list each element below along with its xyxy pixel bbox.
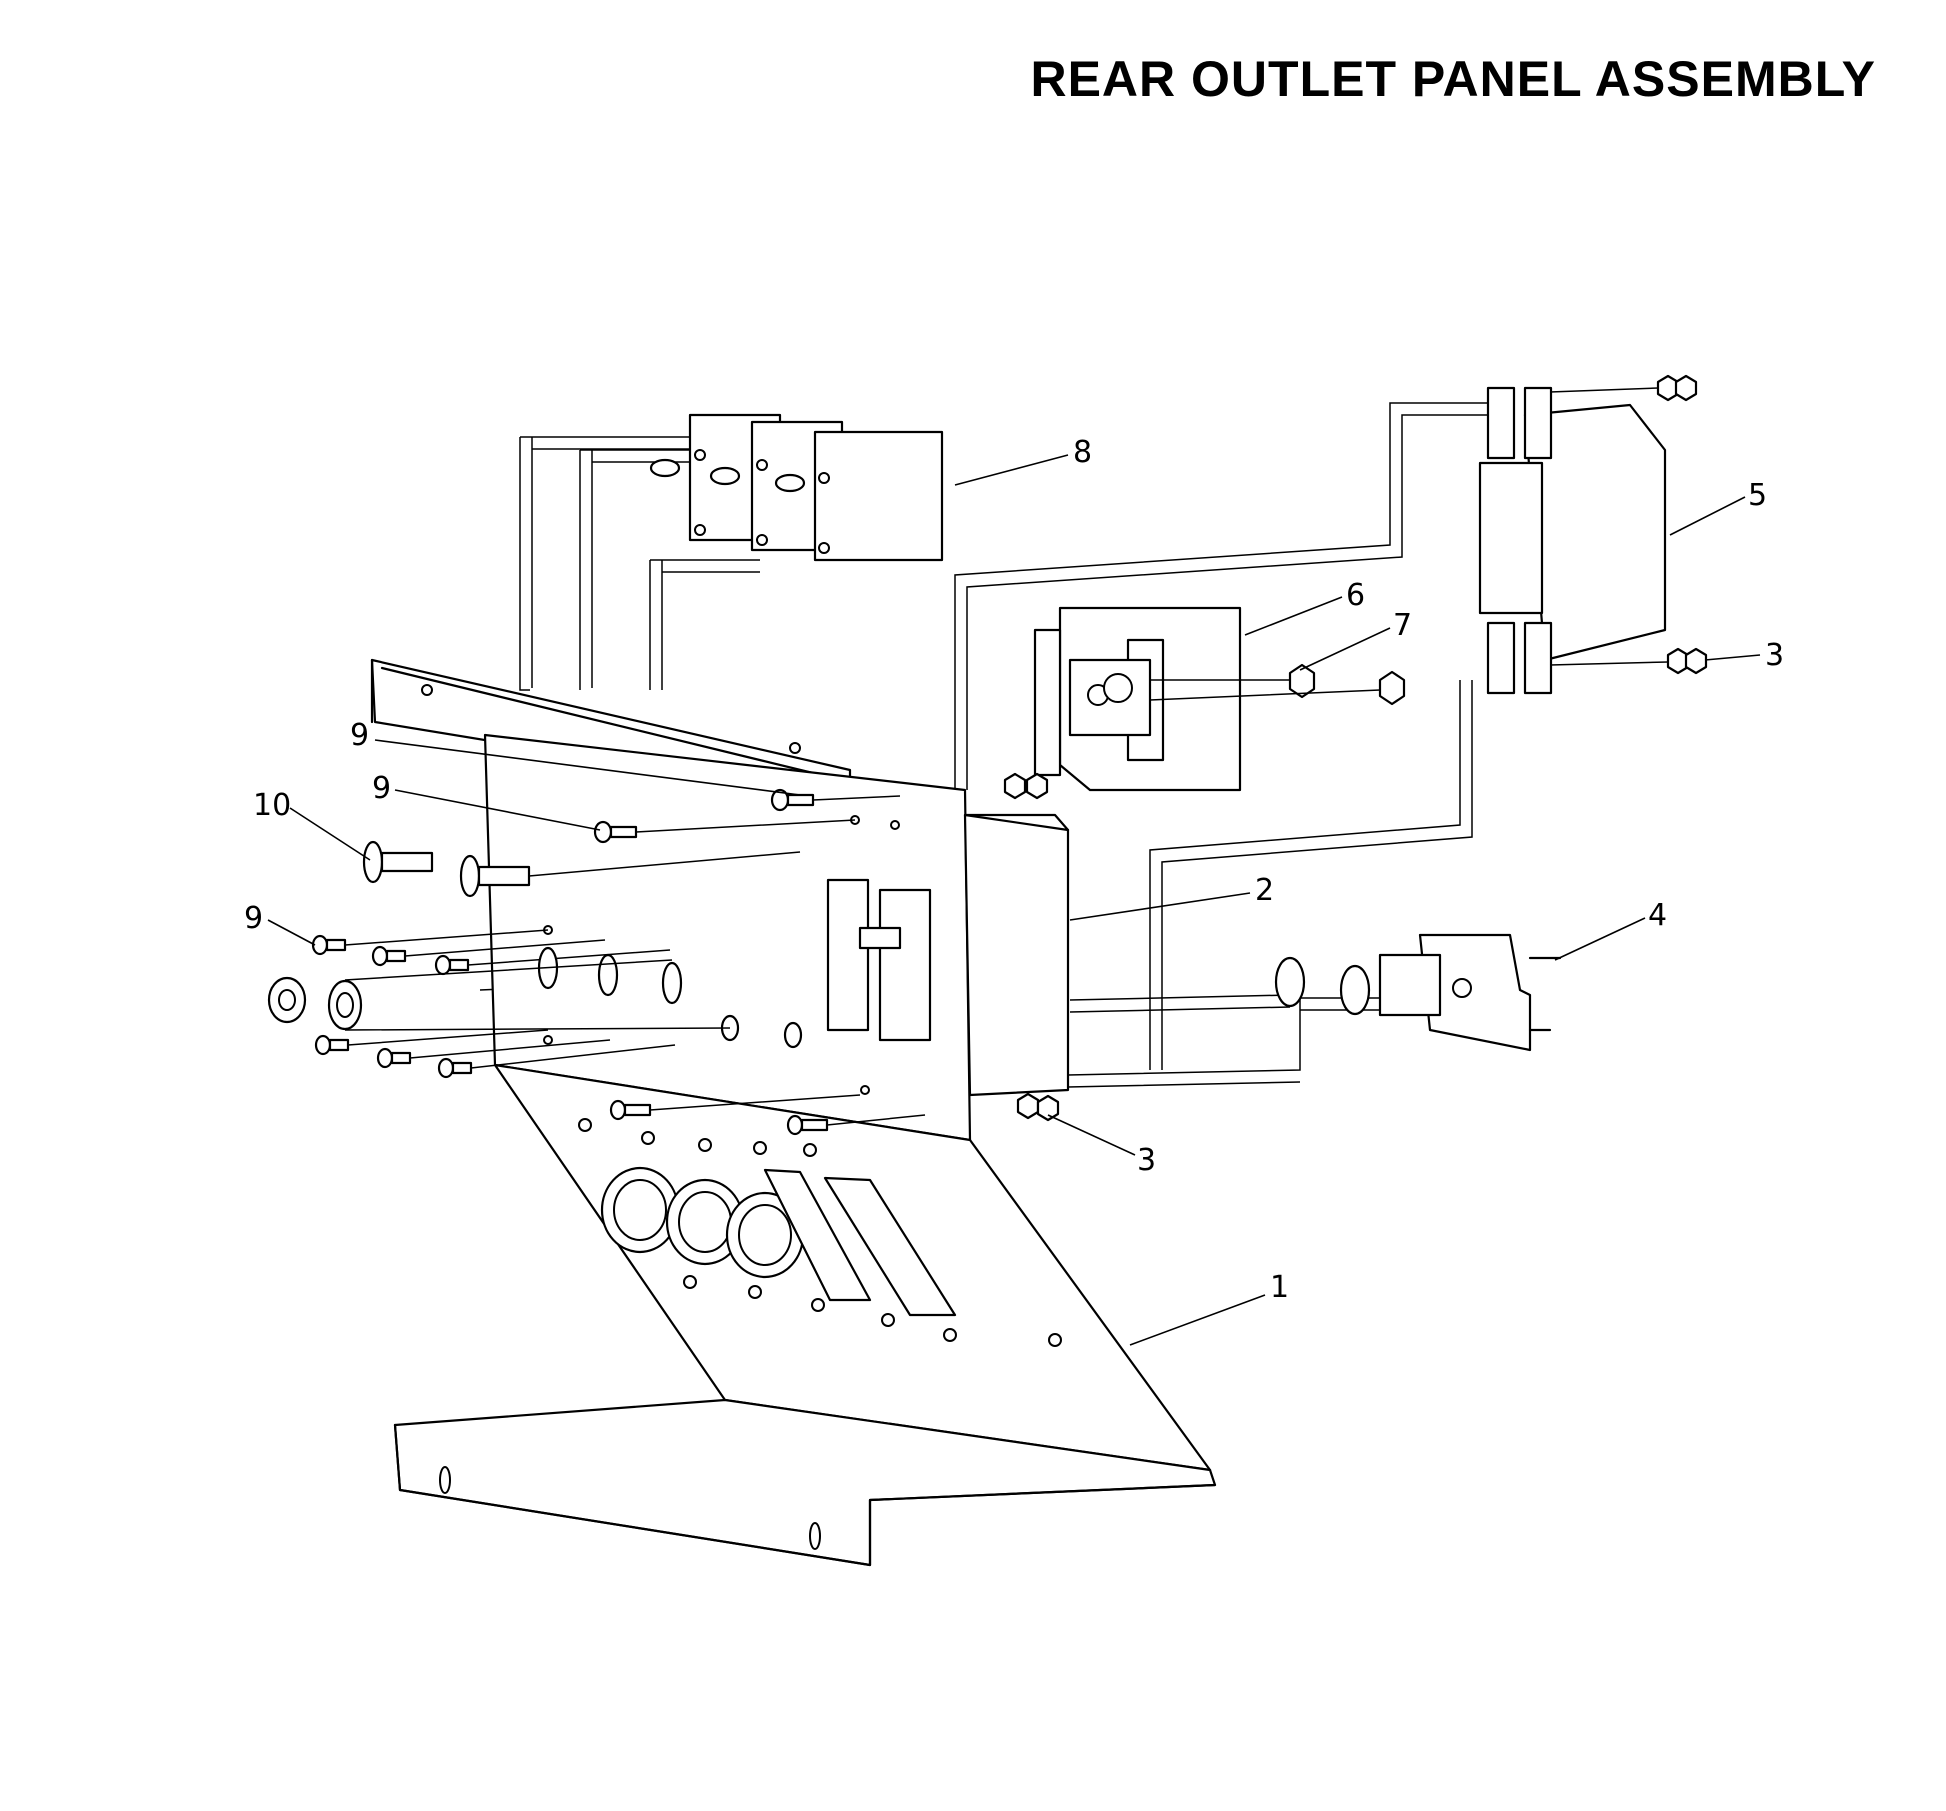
callout-1: 1 <box>1270 1270 1289 1305</box>
panel-bracket <box>370 658 1217 1567</box>
twist-lock-plug <box>1378 933 1562 1052</box>
callout-labels: 1 2 3 3 4 5 6 7 8 9 9 9 10 <box>244 435 1784 1305</box>
callout-9-top: 9 <box>350 718 369 753</box>
page-title: REAR OUTLET PANEL ASSEMBLY <box>1030 51 1876 107</box>
callout-3-right: 3 <box>1765 638 1784 673</box>
junction-box <box>963 813 1070 1097</box>
screws-panel-mount <box>362 840 801 898</box>
screws-lower <box>267 929 926 1136</box>
circuit-breaker <box>1478 386 1667 695</box>
callout-3-lower: 3 <box>1137 1143 1156 1178</box>
callout-8: 8 <box>1073 435 1092 470</box>
callout-2: 2 <box>1255 873 1274 908</box>
callout-leaders <box>267 454 1761 1346</box>
callout-7: 7 <box>1393 608 1412 643</box>
callout-9-left: 9 <box>244 901 263 936</box>
hardware <box>267 374 1708 1136</box>
screws-upper <box>593 788 901 844</box>
callout-6: 6 <box>1346 578 1365 613</box>
receptacle-housing <box>1033 606 1242 792</box>
callout-4: 4 <box>1648 898 1667 933</box>
callout-9-middle: 9 <box>372 771 391 806</box>
toggle-switches <box>649 413 944 562</box>
callout-5: 5 <box>1748 478 1767 513</box>
callout-10: 10 <box>253 788 291 823</box>
